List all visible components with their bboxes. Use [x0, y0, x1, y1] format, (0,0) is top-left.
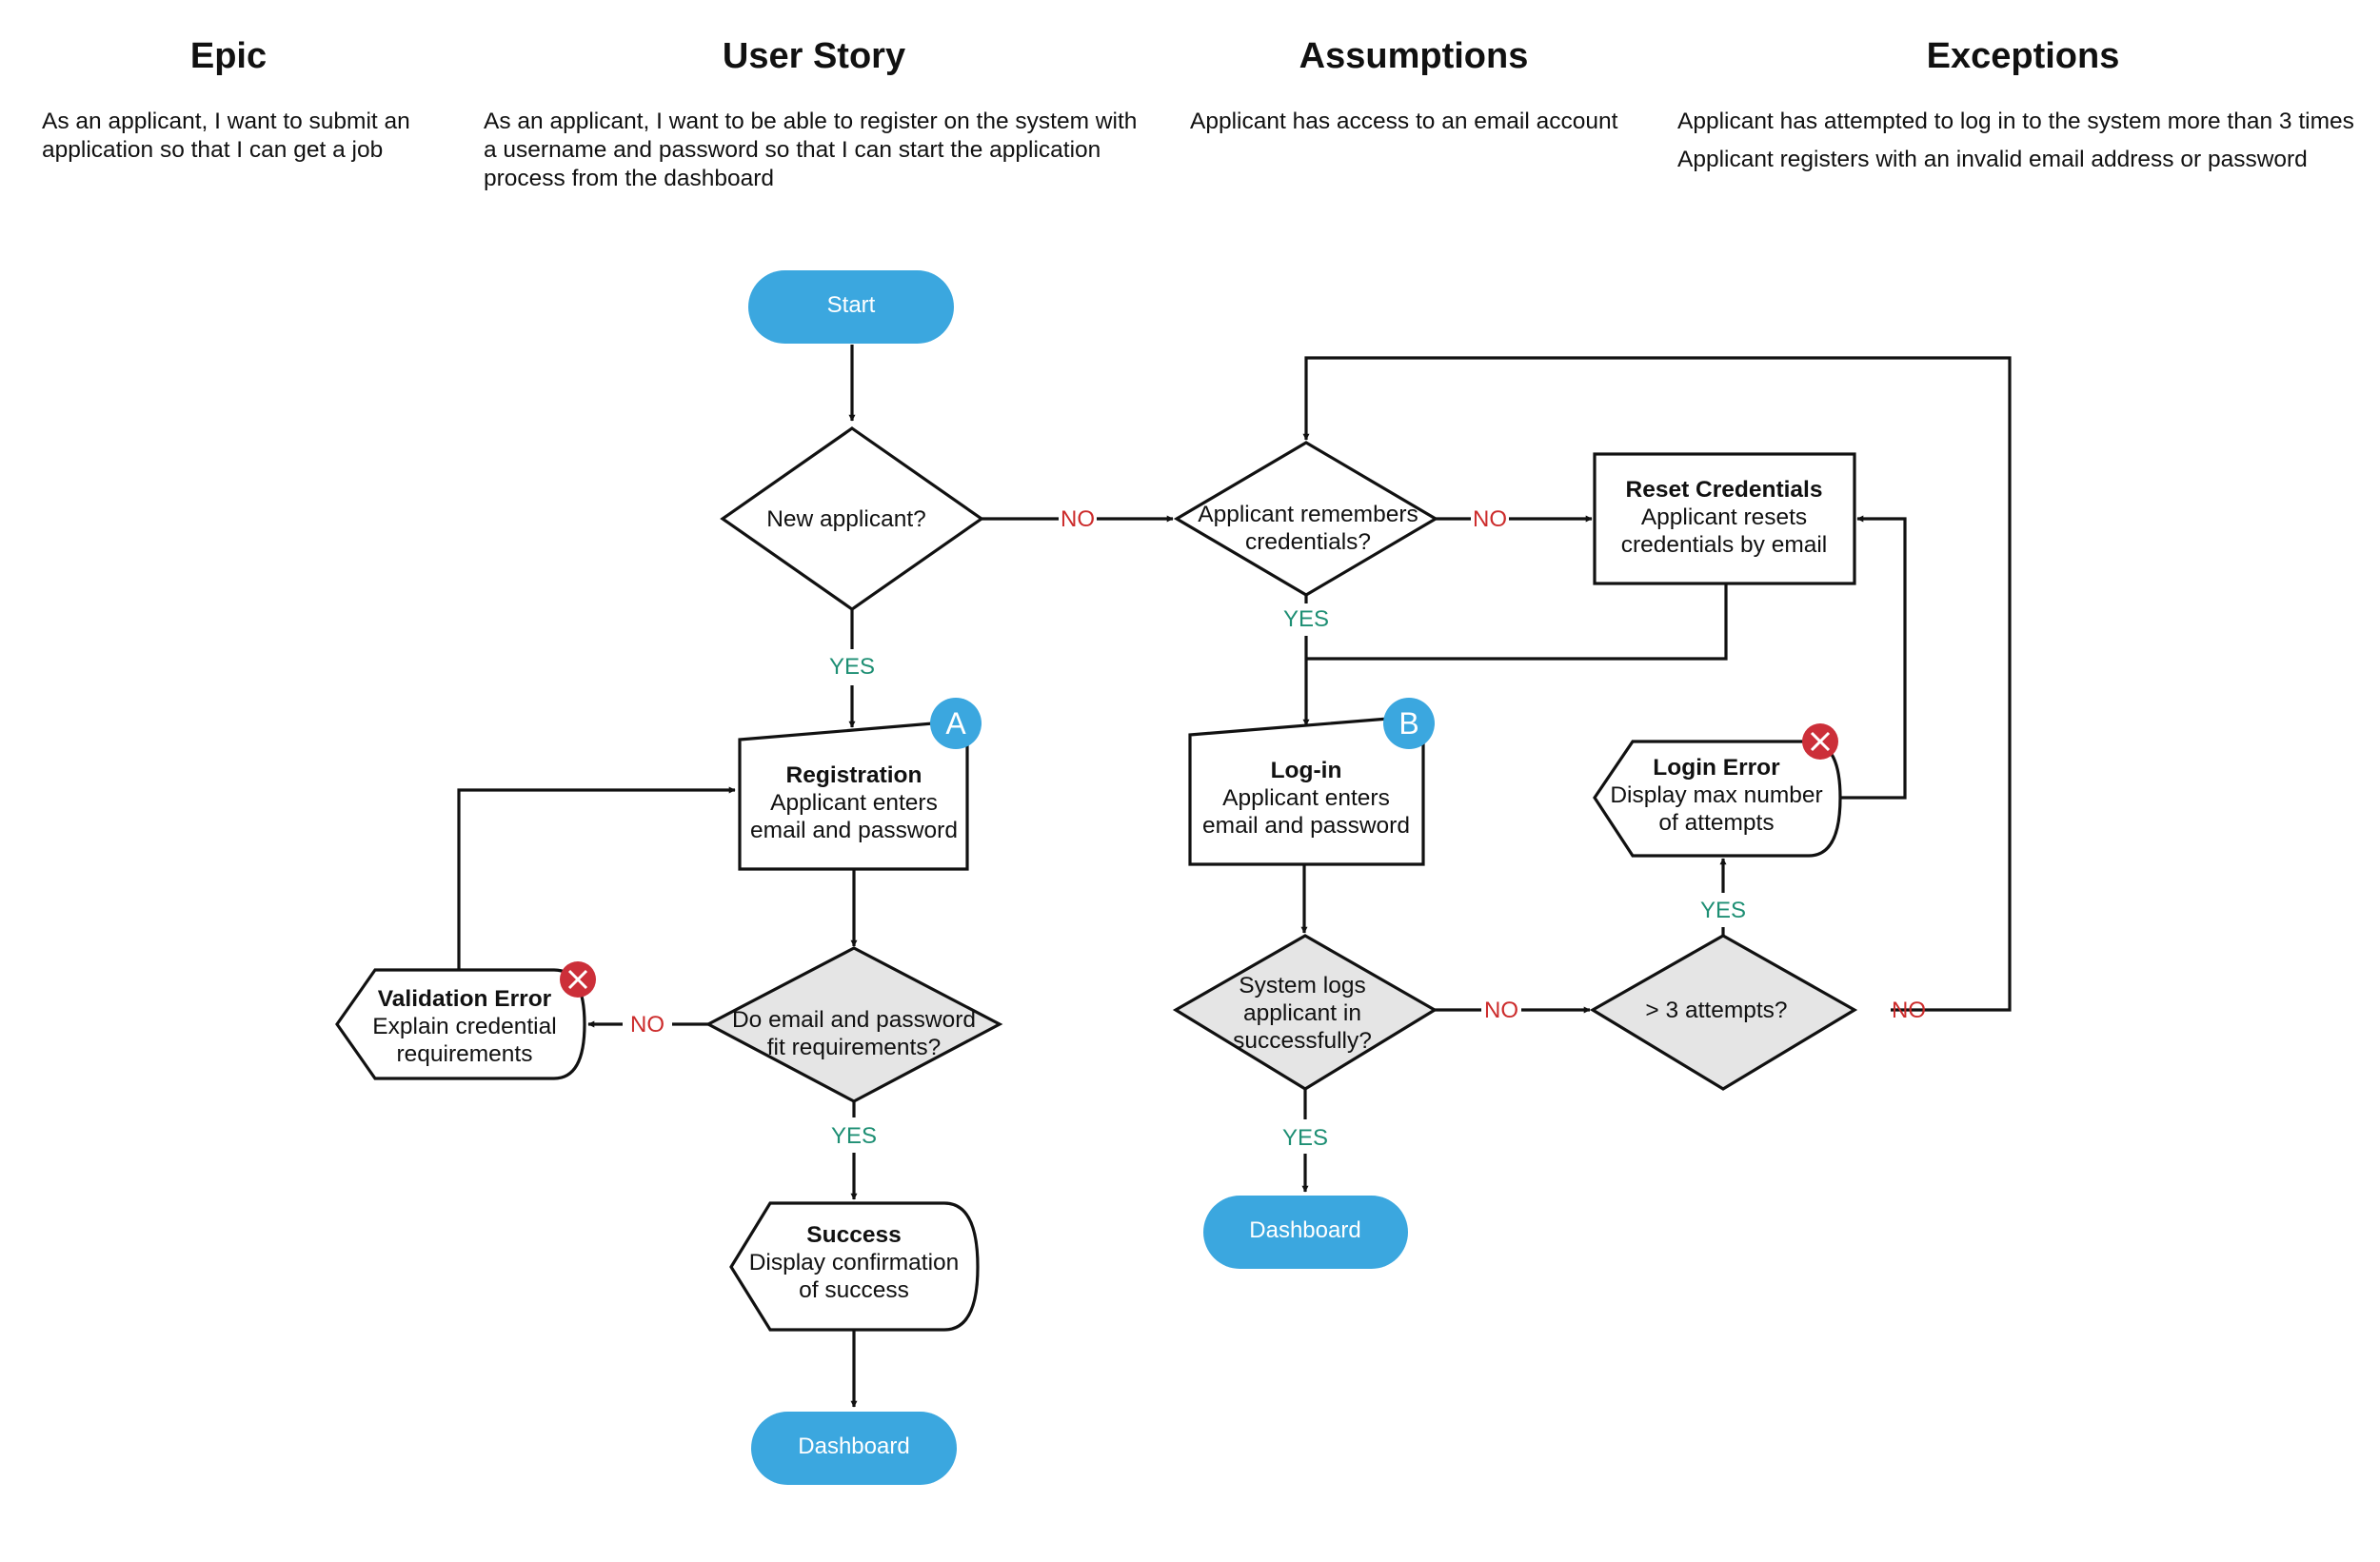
- reset-line-2: credentials by email: [1621, 532, 1828, 558]
- system-logs-decision: System logs applicant in successfully?: [1172, 934, 1438, 1091]
- validation-error-display: Validation Error Explain credential requ…: [335, 961, 596, 1080]
- no-label-remembers: NO: [1473, 506, 1507, 532]
- no-label-system-logs: NO: [1484, 998, 1518, 1023]
- yes-label-remembers: YES: [1283, 606, 1329, 632]
- attempts-diamond: [1589, 934, 1858, 1091]
- remembers-label-2: credentials?: [1245, 529, 1371, 555]
- epic-heading: Epic: [189, 36, 268, 76]
- user-story-line: As an applicant, I want to be able to re…: [484, 109, 1138, 191]
- login-title: Log-in: [1271, 758, 1342, 783]
- badge-a-label: A: [945, 706, 966, 741]
- exceptions-heading: Exceptions: [1926, 36, 2120, 76]
- success-line-2: of success: [799, 1277, 909, 1303]
- edge-labels: YES NO NO YES NO YES YES NO YES NO: [630, 506, 1926, 1151]
- no-label-fit: NO: [630, 1012, 664, 1038]
- assumptions-heading: Assumptions: [1299, 36, 1529, 76]
- registration-line-1: Applicant enters: [770, 790, 938, 816]
- validation-error-line-2: requirements: [397, 1041, 533, 1067]
- remembers-diamond: [1173, 441, 1439, 597]
- user-story-text: As an applicant, I want to be able to re…: [484, 108, 1150, 203]
- dashboard-terminal-right: Dashboard: [1203, 1196, 1408, 1269]
- login-shape: [1188, 714, 1425, 866]
- system-logs-label-3: successfully?: [1233, 1028, 1372, 1054]
- fit-label-1: Do email and password: [732, 1007, 976, 1033]
- start-shape: [748, 270, 954, 344]
- dashboard-left-label: Dashboard: [798, 1433, 909, 1459]
- yes-label-fit: YES: [831, 1123, 877, 1149]
- badge-b-label: B: [1398, 706, 1418, 741]
- reset-box: [1593, 452, 1856, 585]
- success-shape: [729, 1201, 980, 1332]
- dashboard-terminal-left: Dashboard: [751, 1412, 957, 1485]
- attempts-label: > 3 attempts?: [1645, 998, 1787, 1023]
- yes-label-system-logs: YES: [1282, 1125, 1328, 1151]
- yes-label-attempts: YES: [1700, 898, 1746, 923]
- reset-title: Reset Credentials: [1626, 477, 1823, 503]
- fit-label-2: fit requirements?: [767, 1035, 941, 1060]
- login-error-line-1: Display max number: [1610, 782, 1822, 808]
- login-error-display: Login Error Display max number of attemp…: [1593, 723, 1842, 858]
- exception-line-2: Applicant registers with an invalid emai…: [1677, 147, 2308, 172]
- exceptions-text: Applicant has attempted to log in to the…: [1677, 108, 2372, 184]
- login-input: Log-in Applicant enters email and passwo…: [1188, 698, 1435, 866]
- new-applicant-diamond: [720, 426, 984, 611]
- login-line-1: Applicant enters: [1222, 785, 1390, 811]
- validation-error-line-1: Explain credential: [372, 1014, 556, 1039]
- start-label: Start: [827, 292, 876, 318]
- no-label-attempts: NO: [1892, 998, 1926, 1023]
- edge-reset-login: [1306, 583, 1728, 661]
- epic-text: As an applicant, I want to submit an app…: [42, 108, 432, 174]
- success-line-1: Display confirmation: [749, 1250, 960, 1275]
- error-x-icon: [560, 961, 596, 998]
- epic-line: As an applicant, I want to submit an app…: [42, 109, 410, 163]
- remembers-decision: Applicant remembers credentials?: [1173, 441, 1439, 597]
- login-error-title: Login Error: [1653, 755, 1780, 781]
- registration-line-2: email and password: [750, 818, 958, 843]
- exception-line-1: Applicant has attempted to log in to the…: [1677, 109, 2354, 134]
- edge-attempts-no-loop: [1302, 356, 2012, 1012]
- reset-credentials-process: Reset Credentials Applicant resets crede…: [1593, 452, 1856, 585]
- new-applicant-decision: New applicant?: [720, 426, 984, 611]
- edge-val-reg: [457, 786, 736, 970]
- system-logs-label-1: System logs: [1239, 973, 1365, 998]
- registration-shape: [738, 719, 969, 871]
- badge-b-icon: [1383, 698, 1435, 749]
- dashboard-right-shape: [1203, 1196, 1408, 1269]
- no-label-new-applicant: NO: [1061, 506, 1095, 532]
- error-x-icon: [1802, 723, 1838, 760]
- badge-a-icon: [930, 698, 982, 749]
- new-applicant-label: New applicant?: [766, 506, 926, 532]
- fit-requirements-decision: Do email and password fit requirements?: [704, 946, 1003, 1103]
- registration-input: Registration Applicant enters email and …: [738, 698, 982, 871]
- system-logs-diamond: [1172, 934, 1438, 1091]
- dashboard-right-label: Dashboard: [1249, 1217, 1360, 1243]
- reset-line-1: Applicant resets: [1641, 504, 1807, 530]
- success-title: Success: [806, 1222, 901, 1248]
- connectors: [457, 345, 2012, 1408]
- login-line-2: email and password: [1202, 813, 1410, 839]
- user-story-heading: User Story: [722, 36, 906, 76]
- system-logs-label-2: applicant in: [1243, 1000, 1361, 1026]
- dashboard-left-shape: [751, 1412, 957, 1485]
- fit-diamond: [704, 946, 1003, 1103]
- remembers-label-1: Applicant remembers: [1198, 502, 1418, 527]
- start-terminal: Start: [748, 270, 954, 344]
- edge-lerr-reset: [1839, 515, 1907, 800]
- attempts-decision: > 3 attempts?: [1589, 934, 1858, 1091]
- assumption-line: Applicant has access to an email account: [1190, 109, 1618, 134]
- login-error-line-2: of attempts: [1658, 810, 1774, 836]
- assumptions-text: Applicant has access to an email account: [1190, 108, 1723, 146]
- validation-error-title: Validation Error: [378, 986, 552, 1012]
- yes-label-new-applicant: YES: [829, 654, 875, 680]
- success-display: Success Display confirmation of success: [729, 1201, 980, 1332]
- registration-title: Registration: [786, 762, 922, 788]
